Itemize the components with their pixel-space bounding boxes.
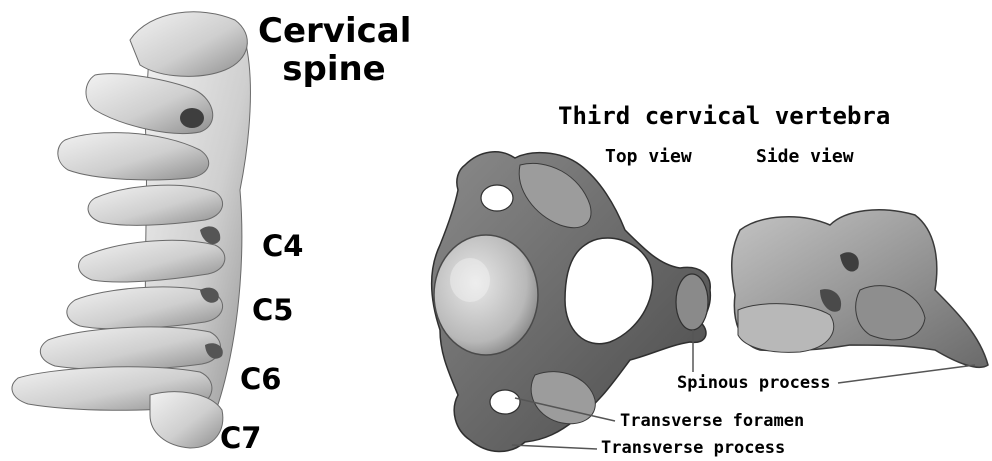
spine-title-line1: Cervical — [258, 12, 410, 50]
level-label-c6: C6 — [240, 365, 281, 394]
level-label-c5: C5 — [252, 296, 293, 325]
transverse-foramen-label: Transverse foramen — [620, 413, 804, 430]
spinous-process-label: Spinous process — [677, 375, 831, 392]
spine-title-line2: spine — [258, 50, 410, 88]
side-view-label: Side view — [756, 148, 854, 166]
top-view-label: Top view — [605, 148, 692, 166]
vertebra-title: Third cervical vertebra — [558, 104, 890, 128]
spinous-leader-side — [838, 365, 975, 383]
level-label-c7: C7 — [220, 424, 261, 453]
top-view-illustration — [432, 152, 711, 452]
spine-title: Cervical spine — [258, 12, 410, 88]
level-label-c4: C4 — [262, 232, 303, 261]
transverse-process-label: Transverse process — [601, 440, 785, 457]
side-view-illustration — [732, 210, 988, 368]
cervical-spine-illustration — [12, 12, 250, 448]
process-leader — [512, 445, 597, 449]
